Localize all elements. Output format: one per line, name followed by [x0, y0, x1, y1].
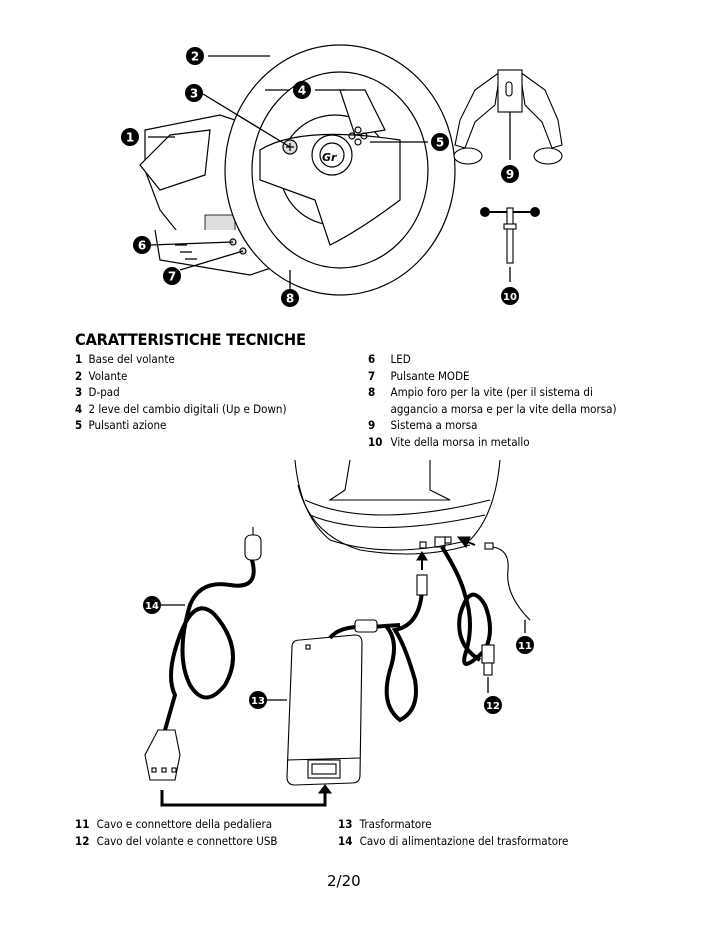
svg-text:14: 14: [145, 601, 159, 612]
section-title: CARATTERISTICHE TECNICHE: [75, 330, 306, 349]
svg-text:9: 9: [506, 168, 514, 182]
callout-5: [431, 133, 449, 151]
svg-text:11: 11: [518, 641, 532, 652]
clamp-figure: 9 10: [453, 69, 563, 305]
callout-8: [281, 289, 299, 307]
page-number: 2/20: [327, 872, 361, 890]
callout-12: [484, 696, 502, 714]
svg-text:10: 10: [503, 292, 517, 303]
callout-14: [143, 596, 161, 614]
wheel-figure: Gr 1 2 3 4 5 6 7 8: [121, 44, 456, 307]
callout-3: [185, 84, 203, 102]
callout-1: [121, 128, 139, 146]
svg-text:5: 5: [436, 136, 444, 150]
svg-text:2: 2: [191, 50, 199, 64]
connections-figure: 11 12 13 14: [143, 459, 534, 807]
callout-7: [163, 267, 181, 285]
callout-6: [133, 236, 151, 254]
wheel-callouts: 1 2 3 4 5 6 7 8: [121, 47, 449, 307]
callout-2: [186, 47, 204, 65]
svg-text:12: 12: [486, 701, 500, 712]
callout-4: [293, 81, 311, 99]
callout-11: [516, 636, 534, 654]
svg-text:3: 3: [190, 87, 198, 101]
svg-text:8: 8: [286, 292, 294, 306]
svg-text:4: 4: [298, 84, 306, 98]
svg-text:7: 7: [168, 270, 176, 284]
callout-10: [501, 287, 519, 305]
callout-13: [249, 691, 267, 709]
svg-text:1: 1: [126, 131, 134, 145]
svg-text:Gr: Gr: [322, 151, 337, 164]
callout-9: [501, 165, 519, 183]
svg-text:13: 13: [251, 696, 265, 707]
svg-text:6: 6: [138, 239, 146, 253]
